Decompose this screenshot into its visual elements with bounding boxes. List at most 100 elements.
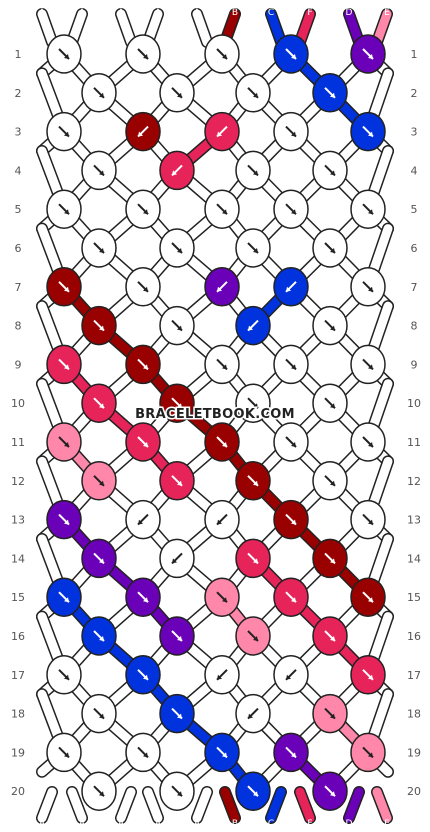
knot[interactable] xyxy=(204,34,240,74)
knot[interactable] xyxy=(273,422,309,462)
knot[interactable] xyxy=(235,383,271,423)
knot[interactable] xyxy=(204,267,240,307)
knot[interactable] xyxy=(235,538,271,579)
knot[interactable] xyxy=(350,189,386,229)
arrow-head-icon xyxy=(248,713,253,719)
knot[interactable] xyxy=(159,461,195,501)
knot[interactable] xyxy=(46,344,82,385)
knot[interactable] xyxy=(125,111,161,152)
knot[interactable] xyxy=(204,422,240,462)
knot[interactable] xyxy=(125,577,161,617)
knot[interactable] xyxy=(312,150,348,191)
knot[interactable] xyxy=(273,111,309,152)
knot[interactable] xyxy=(46,422,82,462)
top-thread-tail-fill xyxy=(372,9,392,47)
knot[interactable] xyxy=(125,422,161,462)
knot[interactable] xyxy=(273,34,309,74)
knot[interactable] xyxy=(46,34,82,74)
knot[interactable] xyxy=(350,344,386,385)
knot[interactable] xyxy=(125,732,161,773)
knot[interactable] xyxy=(312,461,348,501)
knot[interactable] xyxy=(350,34,386,74)
knot[interactable] xyxy=(204,732,240,773)
knot[interactable] xyxy=(159,73,195,113)
knot[interactable] xyxy=(46,267,82,307)
knot[interactable] xyxy=(204,189,240,229)
knot[interactable] xyxy=(235,73,271,113)
knot[interactable] xyxy=(81,305,117,346)
knot[interactable] xyxy=(204,655,240,695)
knot[interactable] xyxy=(159,305,195,346)
row-number-left: 1 xyxy=(15,48,22,61)
knot[interactable] xyxy=(312,771,348,811)
knot[interactable] xyxy=(312,305,348,346)
knot[interactable] xyxy=(312,228,348,268)
row-number-right: 1 xyxy=(411,48,418,61)
knot[interactable] xyxy=(235,305,271,346)
bottom-string-label: A xyxy=(155,819,162,829)
knot[interactable] xyxy=(46,189,82,229)
knot[interactable] xyxy=(273,344,309,385)
knot[interactable] xyxy=(235,228,271,268)
knot[interactable] xyxy=(350,732,386,773)
knot[interactable] xyxy=(81,150,117,191)
knot[interactable] xyxy=(81,771,117,811)
knot[interactable] xyxy=(159,228,195,268)
knot[interactable] xyxy=(81,461,117,501)
knot[interactable] xyxy=(235,771,271,811)
knot[interactable] xyxy=(273,267,309,307)
knot[interactable] xyxy=(81,616,117,656)
knot[interactable] xyxy=(312,616,348,656)
knot[interactable] xyxy=(312,73,348,113)
knot[interactable] xyxy=(273,189,309,229)
knot[interactable] xyxy=(125,267,161,307)
knot[interactable] xyxy=(46,655,82,695)
knot[interactable] xyxy=(159,693,195,734)
knot[interactable] xyxy=(350,422,386,462)
knot[interactable] xyxy=(235,616,271,656)
knot[interactable] xyxy=(235,693,271,734)
knot[interactable] xyxy=(273,732,309,773)
knot[interactable] xyxy=(273,577,309,617)
knot[interactable] xyxy=(273,655,309,695)
knot[interactable] xyxy=(159,771,195,811)
knot[interactable] xyxy=(204,344,240,385)
knot[interactable] xyxy=(350,577,386,617)
bottom-thread-tail-fill xyxy=(372,787,392,823)
knot[interactable] xyxy=(125,189,161,229)
knot[interactable] xyxy=(81,538,117,579)
knot[interactable] xyxy=(204,577,240,617)
row-number-left: 3 xyxy=(15,126,22,139)
knot[interactable] xyxy=(125,655,161,695)
knot[interactable] xyxy=(81,228,117,268)
knot[interactable] xyxy=(81,73,117,113)
bottom-string-label: F xyxy=(307,819,312,829)
knot[interactable] xyxy=(273,499,309,540)
knot[interactable] xyxy=(125,344,161,385)
knot[interactable] xyxy=(159,538,195,579)
knot[interactable] xyxy=(350,499,386,540)
knot[interactable] xyxy=(350,267,386,307)
knot[interactable] xyxy=(312,693,348,734)
knot[interactable] xyxy=(204,499,240,540)
knot[interactable] xyxy=(350,111,386,152)
knot[interactable] xyxy=(312,383,348,423)
knot[interactable] xyxy=(204,111,240,152)
knot[interactable] xyxy=(46,499,82,540)
knot[interactable] xyxy=(312,538,348,579)
knot[interactable] xyxy=(125,499,161,540)
knot[interactable] xyxy=(81,383,117,423)
knot[interactable] xyxy=(46,577,82,617)
knot[interactable] xyxy=(235,150,271,191)
knot[interactable] xyxy=(46,111,82,152)
knot[interactable] xyxy=(46,732,82,773)
bottom-string-label: A xyxy=(39,819,46,829)
knot[interactable] xyxy=(159,383,195,423)
knot[interactable] xyxy=(350,655,386,695)
knot[interactable] xyxy=(159,616,195,656)
bottom-thread-tail-fill xyxy=(220,787,240,823)
knot[interactable] xyxy=(235,461,271,501)
knot[interactable] xyxy=(159,150,195,191)
knot[interactable] xyxy=(81,693,117,734)
knot[interactable] xyxy=(125,34,161,74)
